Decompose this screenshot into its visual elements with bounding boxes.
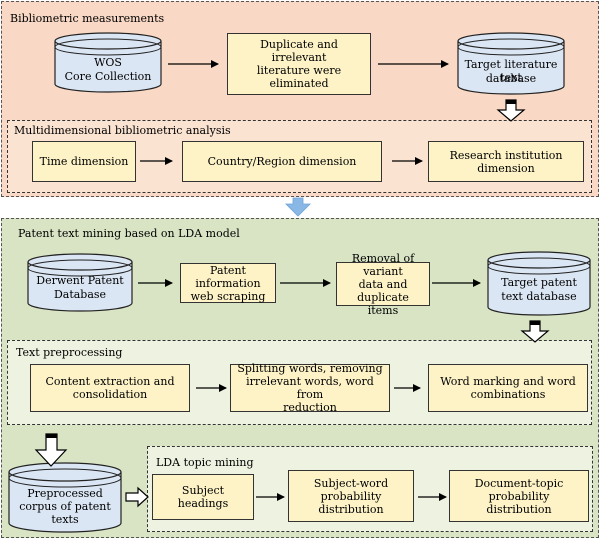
dt-line1: Document-topic probability — [474, 476, 564, 503]
scraping-line1: Patent information — [195, 263, 261, 290]
sw-line2: distribution — [318, 502, 384, 516]
derwent-label-line2: Database — [53, 288, 107, 301]
country-region-label: Country/Region dimension — [207, 155, 357, 168]
splitting-line1: Splitting words, removing — [237, 362, 383, 375]
bibliometric-title: Bibliometric measurements — [10, 12, 165, 25]
target-literature-database-icon — [457, 32, 565, 95]
marking-line2: combinations — [470, 388, 546, 401]
target-patent-database-icon — [487, 251, 591, 316]
multidimensional-title: Multidimensional bibliometric analysis — [14, 124, 231, 137]
dt-line2: distribution — [486, 502, 552, 516]
subject-word-distribution-box: Subject-word probability distribution — [288, 470, 414, 522]
corpus-label-line3: texts — [51, 513, 79, 526]
research-institution-box: Research institution dimension — [428, 141, 584, 182]
lda-topic-mining-title: LDA topic mining — [156, 456, 254, 469]
document-topic-distribution-box: Document-topic probability distribution — [449, 470, 589, 522]
removal-line1: Removal of variant — [351, 251, 415, 278]
text-preprocessing-title: Text preprocessing — [16, 346, 123, 359]
splitting-line2: irrelevant words, word from — [246, 375, 374, 401]
derwent-label-line1: Derwent Patent — [36, 274, 124, 287]
duplicate-line2: literature were eliminated — [256, 64, 342, 90]
content-extraction-box: Content extraction and consolidation — [30, 364, 190, 412]
scraping-line2: web scraping — [190, 289, 266, 303]
section-connector-arrow-icon — [285, 197, 311, 217]
right-arrow-icon — [125, 486, 149, 508]
word-marking-box: Word marking and word combinations — [428, 364, 588, 412]
derwent-database-icon — [27, 253, 133, 312]
marking-line1: Word marking and word — [440, 375, 576, 388]
target-patent-label-line1: Target patent — [501, 276, 577, 289]
sw-line1: Subject-word probability — [313, 476, 389, 503]
corpus-label-line2: corpus of patent — [19, 500, 111, 513]
target-lit-label-line1: Target literature text — [464, 58, 558, 84]
duplicate-line1: Duplicate and irrelevant — [260, 38, 338, 64]
target-patent-database: Target patent text database — [488, 276, 590, 306]
down-arrow-icon — [34, 433, 68, 467]
down-arrow-icon — [520, 320, 550, 343]
wos-database-icon — [54, 32, 162, 93]
target-patent-label-line2: text database — [501, 290, 577, 303]
preprocessed-corpus-database: Preprocessed corpus of patent texts — [9, 487, 121, 531]
wos-label-line1: WOS — [94, 56, 122, 69]
country-region-box: Country/Region dimension — [182, 141, 382, 182]
subject-headings-label: Subject headings — [177, 484, 229, 510]
time-dimension-label: Time dimension — [39, 155, 129, 168]
web-scraping-box: Patent information web scraping — [180, 263, 276, 303]
variant-removal-box: Removal of variant data and duplicate it… — [336, 252, 430, 317]
target-literature-database: Target literature text database — [458, 58, 564, 88]
derwent-database: Derwent Patent Database — [28, 274, 132, 304]
removal-line3: items — [367, 303, 399, 317]
word-splitting-box: Splitting words, removing irrelevant wor… — [230, 362, 390, 414]
wos-label-line2: Core Collection — [64, 70, 152, 83]
content-line1: Content extraction and — [45, 375, 175, 388]
target-lit-label-line2: database — [485, 72, 537, 85]
research-institution-label: Research institution dimension — [449, 148, 563, 175]
removal-line2: data and duplicate — [357, 277, 409, 304]
wos-database: WOS Core Collection — [55, 56, 161, 86]
preprocessed-corpus-database-icon — [8, 462, 122, 533]
corpus-label-line1: Preprocessed — [27, 487, 103, 500]
subject-headings-box: Subject headings — [152, 474, 254, 520]
content-line2: consolidation — [72, 388, 148, 401]
patent-mining-title: Patent text mining based on LDA model — [18, 227, 240, 240]
duplicate-elimination-box: Duplicate and irrelevant literature were… — [227, 33, 371, 95]
time-dimension-box: Time dimension — [32, 141, 136, 182]
splitting-line3: reduction — [283, 401, 337, 414]
down-arrow-icon — [496, 99, 526, 122]
